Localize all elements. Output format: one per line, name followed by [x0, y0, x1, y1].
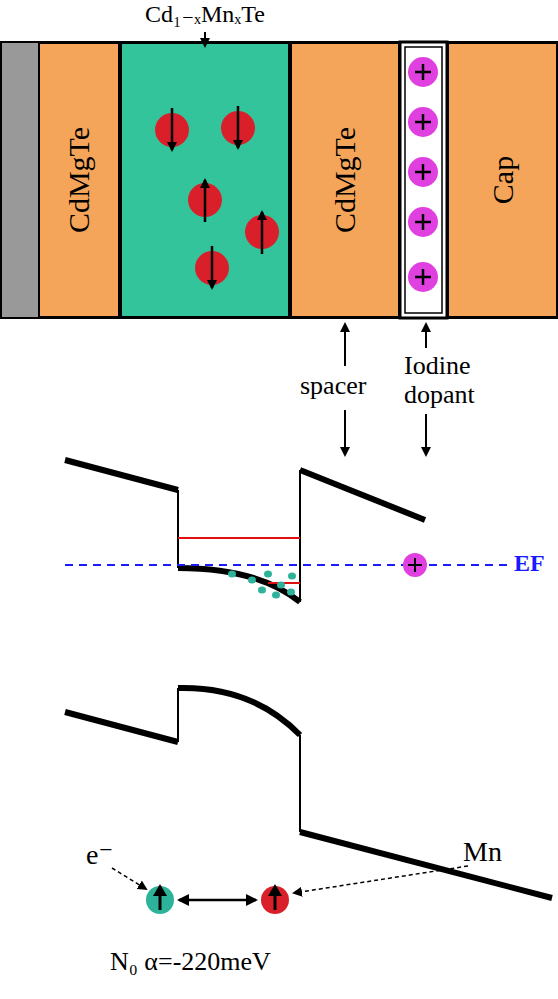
exchange-arrow	[179, 899, 256, 902]
conduction-band	[65, 460, 425, 602]
spin-symbol	[146, 886, 174, 914]
coupling-constant: N₀ α=-220meV	[110, 948, 271, 977]
barrier-fill	[290, 42, 400, 318]
quantum-well-layer: Cd₁₋ₓMnₓTe	[120, 42, 290, 318]
cap-fill	[447, 42, 558, 318]
spin-label: Mn	[463, 836, 502, 868]
electron-spin: e⁻	[146, 886, 174, 914]
spin-label: e⁻	[86, 838, 113, 871]
well-fill	[120, 42, 290, 318]
barrier-layer: CdMgTe	[38, 42, 120, 318]
electron-gas	[228, 571, 296, 599]
dopant-inner-outline	[405, 47, 442, 313]
fermi-level	[65, 564, 508, 566]
barrier-fill	[38, 42, 120, 318]
stack-outline	[1, 42, 557, 318]
mn-spins	[155, 106, 279, 288]
layer-name: Cap	[486, 156, 520, 204]
subband-level	[178, 537, 300, 539]
spacer-layer: CdMgTe	[290, 42, 400, 318]
dopant-label: Iodine dopant	[404, 352, 496, 409]
dopant-outline	[400, 42, 447, 318]
fermi-level-label: EF	[514, 550, 545, 576]
dopant-fill	[400, 42, 447, 318]
donor-ion	[403, 553, 427, 577]
layer-name: CdMgTe	[328, 127, 362, 233]
mn-spin: Mn	[261, 886, 289, 914]
spin-symbol	[261, 886, 289, 914]
layer-heading: Cd₁₋ₓMnₓTe	[145, 0, 265, 28]
cap-layer: Cap	[447, 42, 558, 318]
donor-ions	[408, 57, 438, 292]
layer-name: CdMgTe	[62, 127, 96, 233]
substrate-strip	[0, 42, 38, 318]
valence-band	[65, 688, 552, 898]
spacer-label: spacer	[300, 372, 366, 401]
